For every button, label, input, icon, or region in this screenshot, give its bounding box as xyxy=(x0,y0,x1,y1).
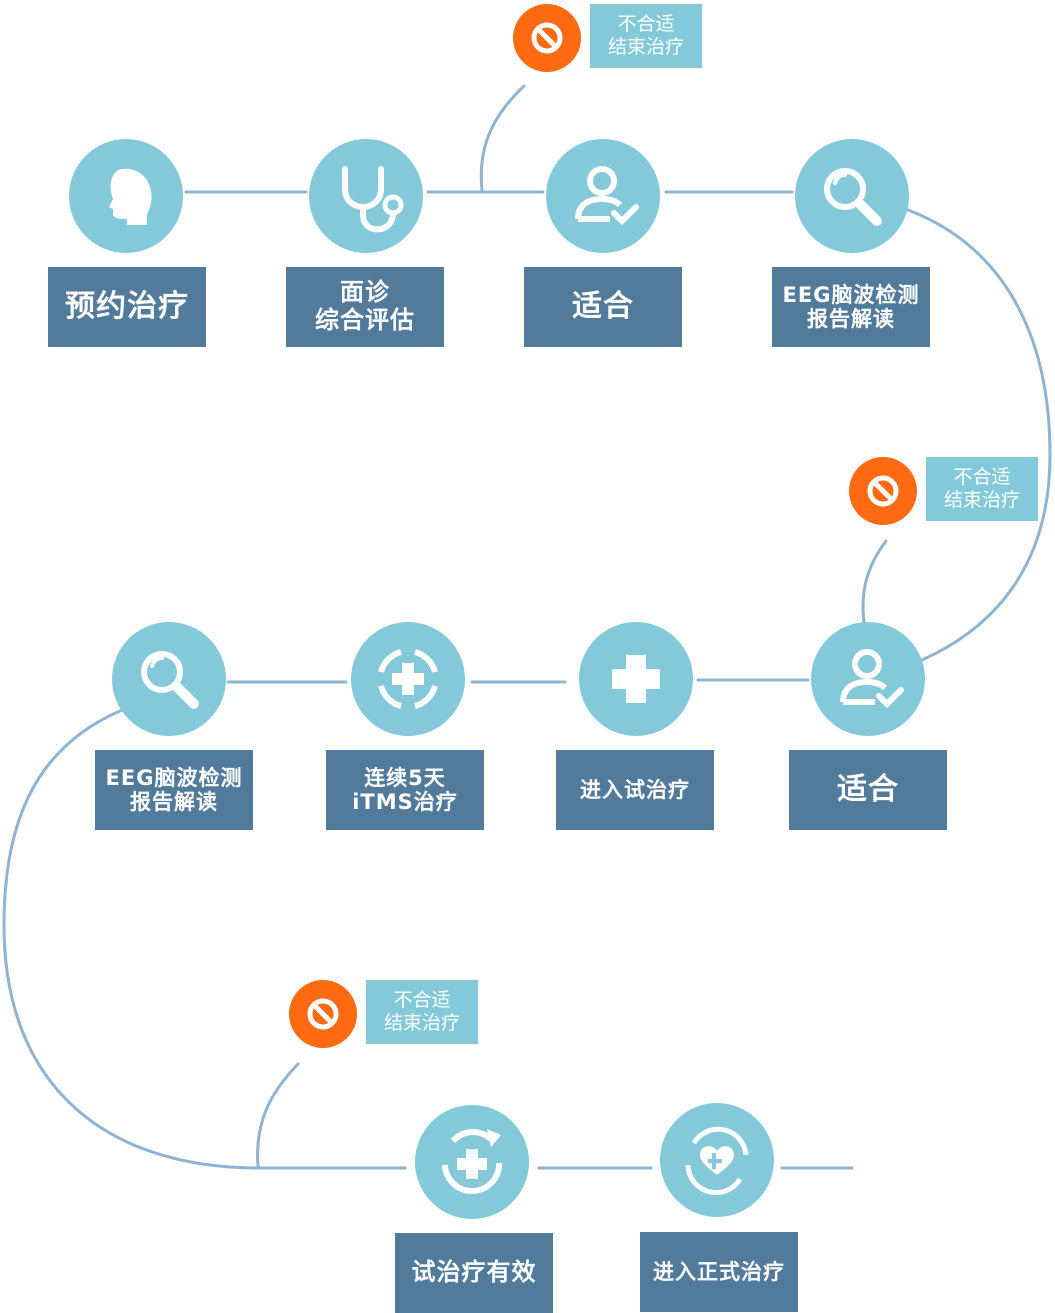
loop-right xyxy=(906,208,1052,662)
step-label-itms: 连续5天 iTMS治疗 xyxy=(326,750,484,830)
step-label-line: iTMS治疗 xyxy=(352,790,458,814)
step-label-line: 进入试治疗 xyxy=(580,777,690,802)
step-label-line: 报告解读 xyxy=(807,307,895,331)
exit-label-line: 不合适 xyxy=(617,13,675,36)
exit-label-line: 结束治疗 xyxy=(607,36,684,58)
ban-icon xyxy=(289,980,357,1048)
step-label-line: 进入正式治疗 xyxy=(653,1259,785,1284)
step-label-suitable-2: 适合 xyxy=(789,750,947,830)
person-check-icon xyxy=(546,139,660,253)
magnifier-icon xyxy=(112,622,226,736)
step-label-line: 预约治疗 xyxy=(65,288,189,324)
exit-label-2: 不合适 结束治疗 xyxy=(926,457,1038,521)
step-label-eeg-2: EEG脑波检测 报告解读 xyxy=(95,750,253,830)
ban-icon xyxy=(513,4,581,72)
loop-left xyxy=(2,708,260,1170)
step-label-formal-treatment: 进入正式治疗 xyxy=(640,1232,798,1312)
exit-branch-2 xyxy=(861,539,888,624)
cross-refresh-icon xyxy=(415,1105,529,1219)
ban-icon xyxy=(849,457,917,525)
heart-cycle-icon xyxy=(660,1103,774,1217)
step-label-trial-start: 进入试治疗 xyxy=(556,750,714,830)
step-label-line: 适合 xyxy=(837,771,899,807)
step-label-line: 试治疗有效 xyxy=(411,1258,537,1287)
exit-branch-1 xyxy=(479,84,526,192)
step-label-line: 适合 xyxy=(572,288,634,324)
exit-label-line: 结束治疗 xyxy=(943,489,1020,511)
step-label-line: 面诊 xyxy=(340,278,390,307)
exit-label-1: 不合适 结束治疗 xyxy=(590,4,702,68)
step-label-line: 报告解读 xyxy=(130,790,218,814)
step-label-trial-effective: 试治疗有效 xyxy=(395,1233,553,1313)
stethoscope-icon xyxy=(309,139,423,253)
step-label-eeg-1: EEG脑波检测 报告解读 xyxy=(772,267,930,347)
exit-label-line: 不合适 xyxy=(393,989,451,1012)
step-label-suitable-1: 适合 xyxy=(524,267,682,347)
step-label-line: EEG脑波检测 xyxy=(782,282,920,307)
medical-cross-icon xyxy=(579,622,693,736)
step-label-line: EEG脑波检测 xyxy=(105,765,243,790)
step-label-consultation: 面诊 综合评估 xyxy=(286,267,444,347)
head-profile-icon xyxy=(69,139,183,253)
target-cross-icon xyxy=(351,622,465,736)
magnifier-icon xyxy=(795,139,909,253)
person-check-icon xyxy=(811,622,925,736)
exit-label-line: 不合适 xyxy=(953,466,1011,489)
exit-label-3: 不合适 结束治疗 xyxy=(366,980,478,1044)
step-label-appointment: 预约治疗 xyxy=(48,267,206,347)
step-label-line: 连续5天 xyxy=(364,765,446,790)
step-label-line: 综合评估 xyxy=(315,306,415,334)
exit-label-line: 结束治疗 xyxy=(383,1012,460,1034)
exit-branch-3 xyxy=(256,1062,300,1168)
